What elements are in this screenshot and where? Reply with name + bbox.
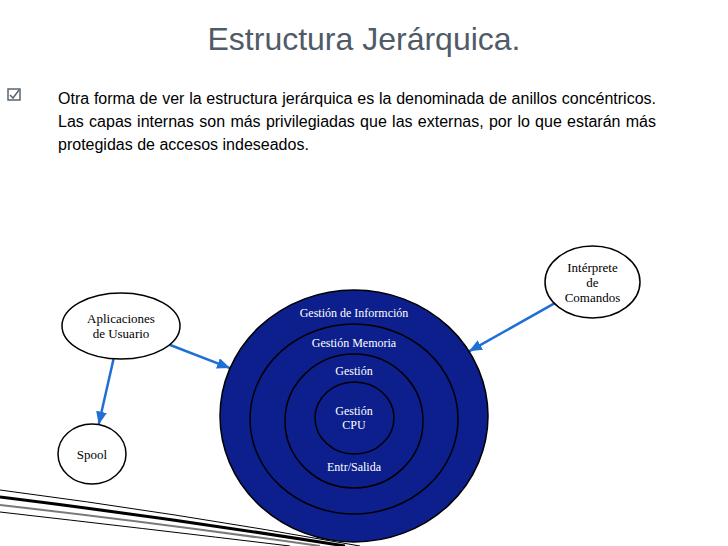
- node-label: Gestión Memoria: [250, 336, 458, 350]
- memory-ring: Gestión MemoriaGestiónEntr/SalidaGestión…: [250, 324, 458, 514]
- arrow-connector: [99, 359, 114, 425]
- io-ring: GestiónEntr/Salida Gestión CPU: [285, 354, 423, 488]
- swoosh-line: [0, 512, 290, 546]
- spool-ellipse: Spool: [58, 424, 126, 484]
- swoosh-line: [0, 497, 345, 546]
- ellipse-shape: [545, 246, 640, 318]
- node-label: Entr/Salida: [285, 460, 423, 474]
- swoosh-line: [0, 490, 360, 546]
- bullet-check: [10, 90, 19, 98]
- user-apps-ellipse: Aplicaciones de Usuario: [62, 293, 180, 359]
- bottom-swoosh: [0, 490, 360, 546]
- ellipse-outline: [220, 290, 488, 542]
- command-interpreter-ellipse: Intérprete de Comandos: [545, 246, 640, 318]
- node-label: Spool: [77, 447, 107, 462]
- node-label: Gestión CPU: [329, 404, 379, 432]
- slide-title: Estructura Jerárquica.: [164, 20, 564, 58]
- ellipse-shape: [250, 324, 458, 514]
- node-label: Intérprete de Comandos: [563, 260, 623, 305]
- ellipse-outline: [58, 424, 126, 484]
- ellipse-outline: [545, 246, 640, 318]
- ellipse-shape: [62, 293, 180, 359]
- body-paragraph: Otra forma de ver la estructura jerárqui…: [58, 87, 656, 156]
- ellipse-outline: [315, 382, 394, 454]
- connectors: [99, 303, 555, 424]
- node-label: Aplicaciones de Usuario: [83, 311, 159, 341]
- outer-ring: Gestión de InformciónGestión MemoriaGest…: [220, 290, 488, 542]
- bullet-box: [8, 89, 20, 100]
- ellipse-shape: [315, 382, 394, 454]
- bullet-icon: [8, 89, 20, 100]
- swoosh-line: [0, 505, 320, 546]
- ellipse-shape: [285, 354, 423, 488]
- ellipse-shape: [58, 424, 126, 484]
- ellipse-outline: [62, 293, 180, 359]
- arrow-connector: [469, 303, 554, 351]
- ellipse-outline: [285, 354, 423, 488]
- arrow-connector: [170, 345, 231, 368]
- ellipse-outline: [250, 324, 458, 514]
- node-label: Gestión de Informción: [220, 306, 488, 320]
- node-label: Gestión: [285, 364, 423, 378]
- ellipse-shape: [220, 290, 488, 542]
- cpu-core: Gestión CPU: [315, 382, 394, 454]
